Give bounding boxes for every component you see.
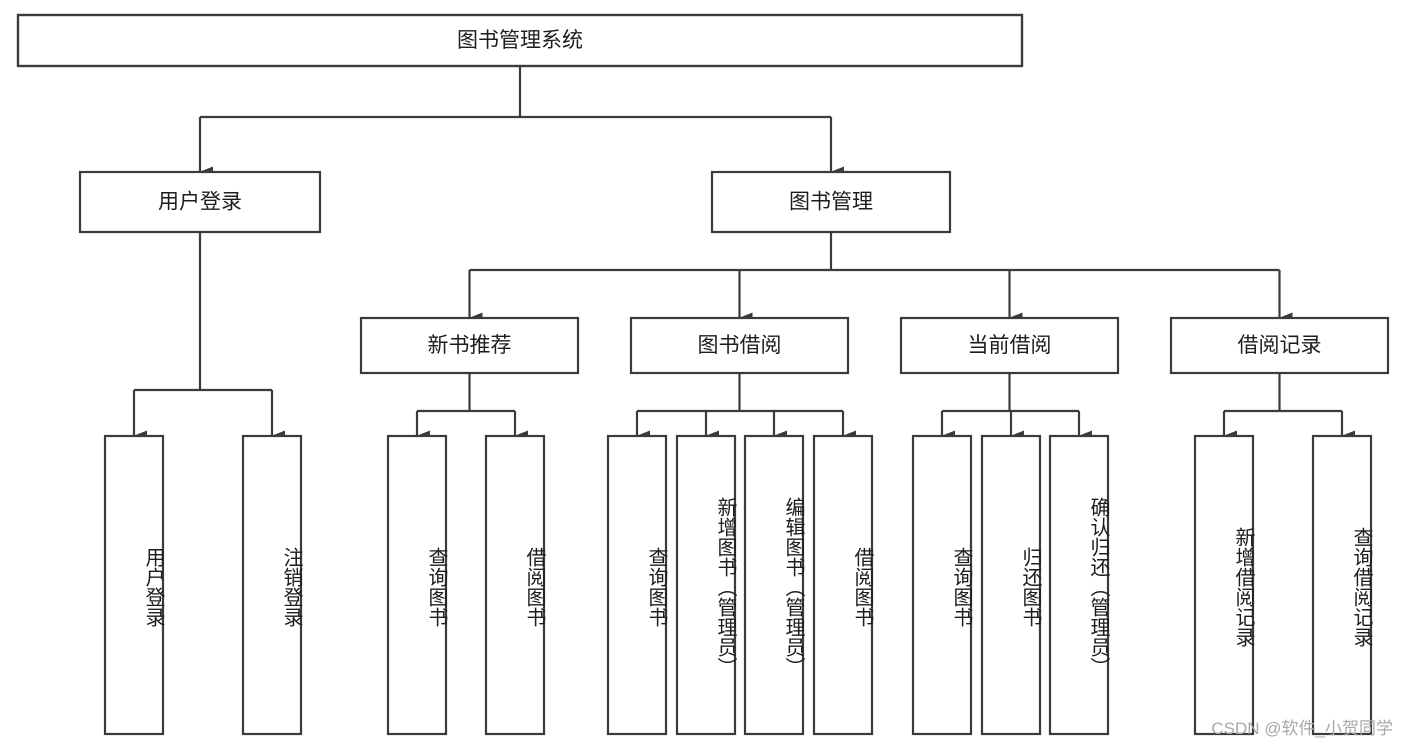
node-label-root: 图书管理系统 [457,29,583,52]
node-boxes-group [16,13,1390,736]
node-label-book-manage: 图书管理 [789,191,873,214]
csdn-watermark: CSDN @软件_小贺同学 [1211,719,1393,738]
node-box-leaf-recommend-borrow-book[interactable] [484,434,546,736]
connector-lines-group [132,66,1356,442]
node-box-book-manage[interactable] [710,170,952,234]
node-box-leaf-borrow-query-book[interactable] [606,434,668,736]
node-box-leaf-current-return-book[interactable] [980,434,1042,736]
node-box-root[interactable] [16,13,1024,68]
node-box-borrow-record[interactable] [1169,316,1390,375]
node-box-leaf-recommend-query-book[interactable] [386,434,448,736]
node-box-leaf-record-add-record[interactable] [1193,434,1255,736]
node-box-book-borrow[interactable] [629,316,850,375]
node-label-new-book-recommend: 新书推荐 [428,334,512,357]
node-box-leaf-current-confirm-return[interactable] [1048,434,1110,736]
node-box-leaf-borrow-borrow-book[interactable] [812,434,874,736]
node-label-current-borrow: 当前借阅 [968,334,1052,357]
node-box-user-login[interactable] [78,170,322,234]
node-label-user-login: 用户登录 [158,191,242,214]
node-box-leaf-borrow-add-book[interactable] [675,434,737,736]
node-box-current-borrow[interactable] [899,316,1120,375]
node-box-leaf-borrow-edit-book[interactable] [743,434,805,736]
node-label-book-borrow: 图书借阅 [698,334,782,357]
node-box-leaf-record-query-record[interactable] [1311,434,1373,736]
node-box-new-book-recommend[interactable] [359,316,580,375]
node-box-leaf-user-logout[interactable] [241,434,303,736]
node-label-borrow-record: 借阅记录 [1238,334,1322,357]
node-box-leaf-current-query-book[interactable] [911,434,973,736]
node-box-leaf-user-login[interactable] [103,434,165,736]
